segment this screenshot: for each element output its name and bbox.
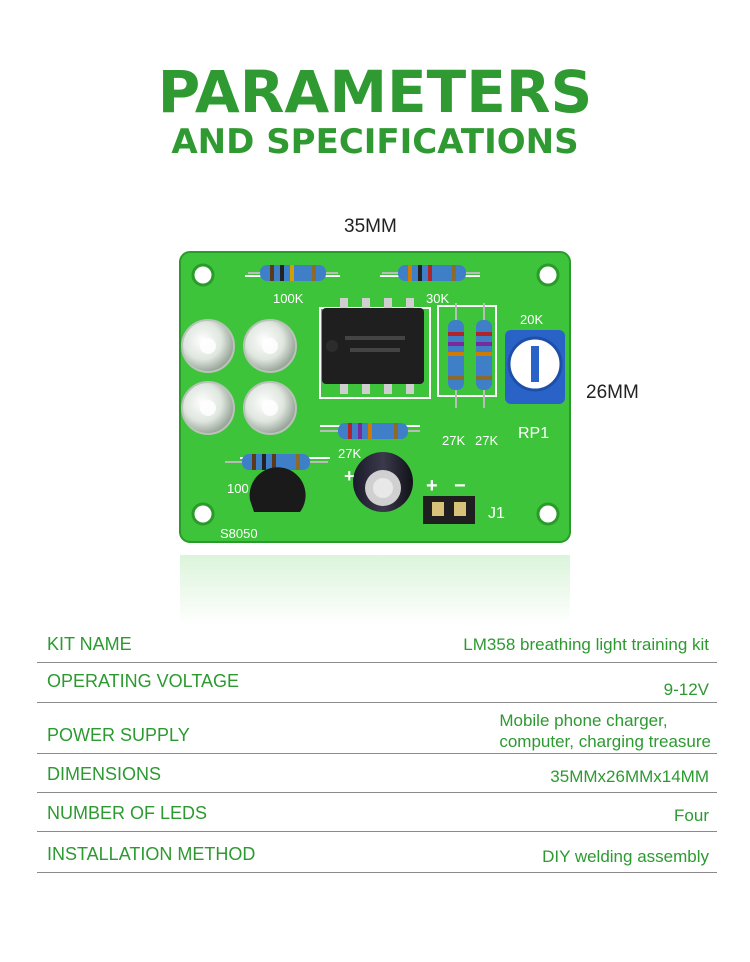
specifications-table: KIT NAME LM358 breathing light training … [37,625,717,873]
spec-label: OPERATING VOLTAGE [47,671,240,691]
spec-label: POWER SUPPLY [47,725,190,745]
resistor-100k-icon [248,265,338,281]
led-icons [181,319,297,435]
page-subtitle: AND SPECIFICATIONS [171,122,579,162]
power-header-j1-icon [423,496,475,524]
spec-value: 9-12V [663,680,709,699]
label-100k: 100K [273,291,304,306]
spec-value: 35MMx26MMx14MM [550,767,709,786]
label-27k-c: 27K [338,446,361,461]
width-dimension-label: 35MM [344,216,397,237]
resistor-27k-vertical-a-icon [448,303,464,408]
label-j1: J1 [488,505,505,522]
spec-value: Four [674,806,709,825]
pcb-reflection [180,555,570,625]
electrolytic-capacitor-icon [353,452,413,512]
potentiometer-rp1-icon [505,330,565,404]
spec-row-operating-voltage: OPERATING VOLTAGE 9-12V [37,663,717,703]
spec-label: NUMBER OF LEDS [47,803,208,823]
transistor-s8050-icon [249,467,306,512]
height-dimension-label: 26MM [586,382,639,403]
resistor-27k-horizontal-icon [320,423,420,439]
label-20k: 20K [520,312,543,327]
label-27k-b: 27K [475,433,498,448]
label-minus: − [454,475,466,497]
lm358-ic-chip-icon [322,298,424,394]
mounting-holes [191,263,560,526]
label-27k-a: 27K [442,433,465,448]
label-cap-plus: + [344,466,355,486]
spec-label: DIMENSIONS [47,764,162,784]
resistor-27k-vertical-b-icon [476,303,492,408]
label-rp1: RP1 [518,425,549,442]
label-30k: 30K [426,291,449,306]
spec-value: Mobile phone charger, computer, charging… [499,711,711,751]
spec-value: LM358 breathing light training kit [463,635,709,654]
spec-label: KIT NAME [47,634,132,654]
spec-row-installation-method: INSTALLATION METHOD DIY welding assembly [37,832,717,873]
spec-row-number-of-leds: NUMBER OF LEDS Four [37,793,717,832]
label-100: 100 [227,481,249,496]
resistor-100-icon [225,454,328,470]
spec-value: DIY welding assembly [542,847,709,866]
pcb-board-image: 100K 30K 20K 27K 27K 27K 100 RP1 J1 + − … [179,251,571,543]
spec-row-dimensions: DIMENSIONS 35MMx26MMx14MM [37,754,717,793]
page-title: PARAMETERS [157,58,593,126]
resistor-30k-icon [382,265,480,281]
spec-label: INSTALLATION METHOD [47,844,256,864]
label-plus: + [426,475,438,497]
spec-row-power-supply: POWER SUPPLY Mobile phone charger, compu… [37,703,717,754]
label-s8050: S8050 [220,526,258,541]
spec-row-kit-name: KIT NAME LM358 breathing light training … [37,625,717,663]
